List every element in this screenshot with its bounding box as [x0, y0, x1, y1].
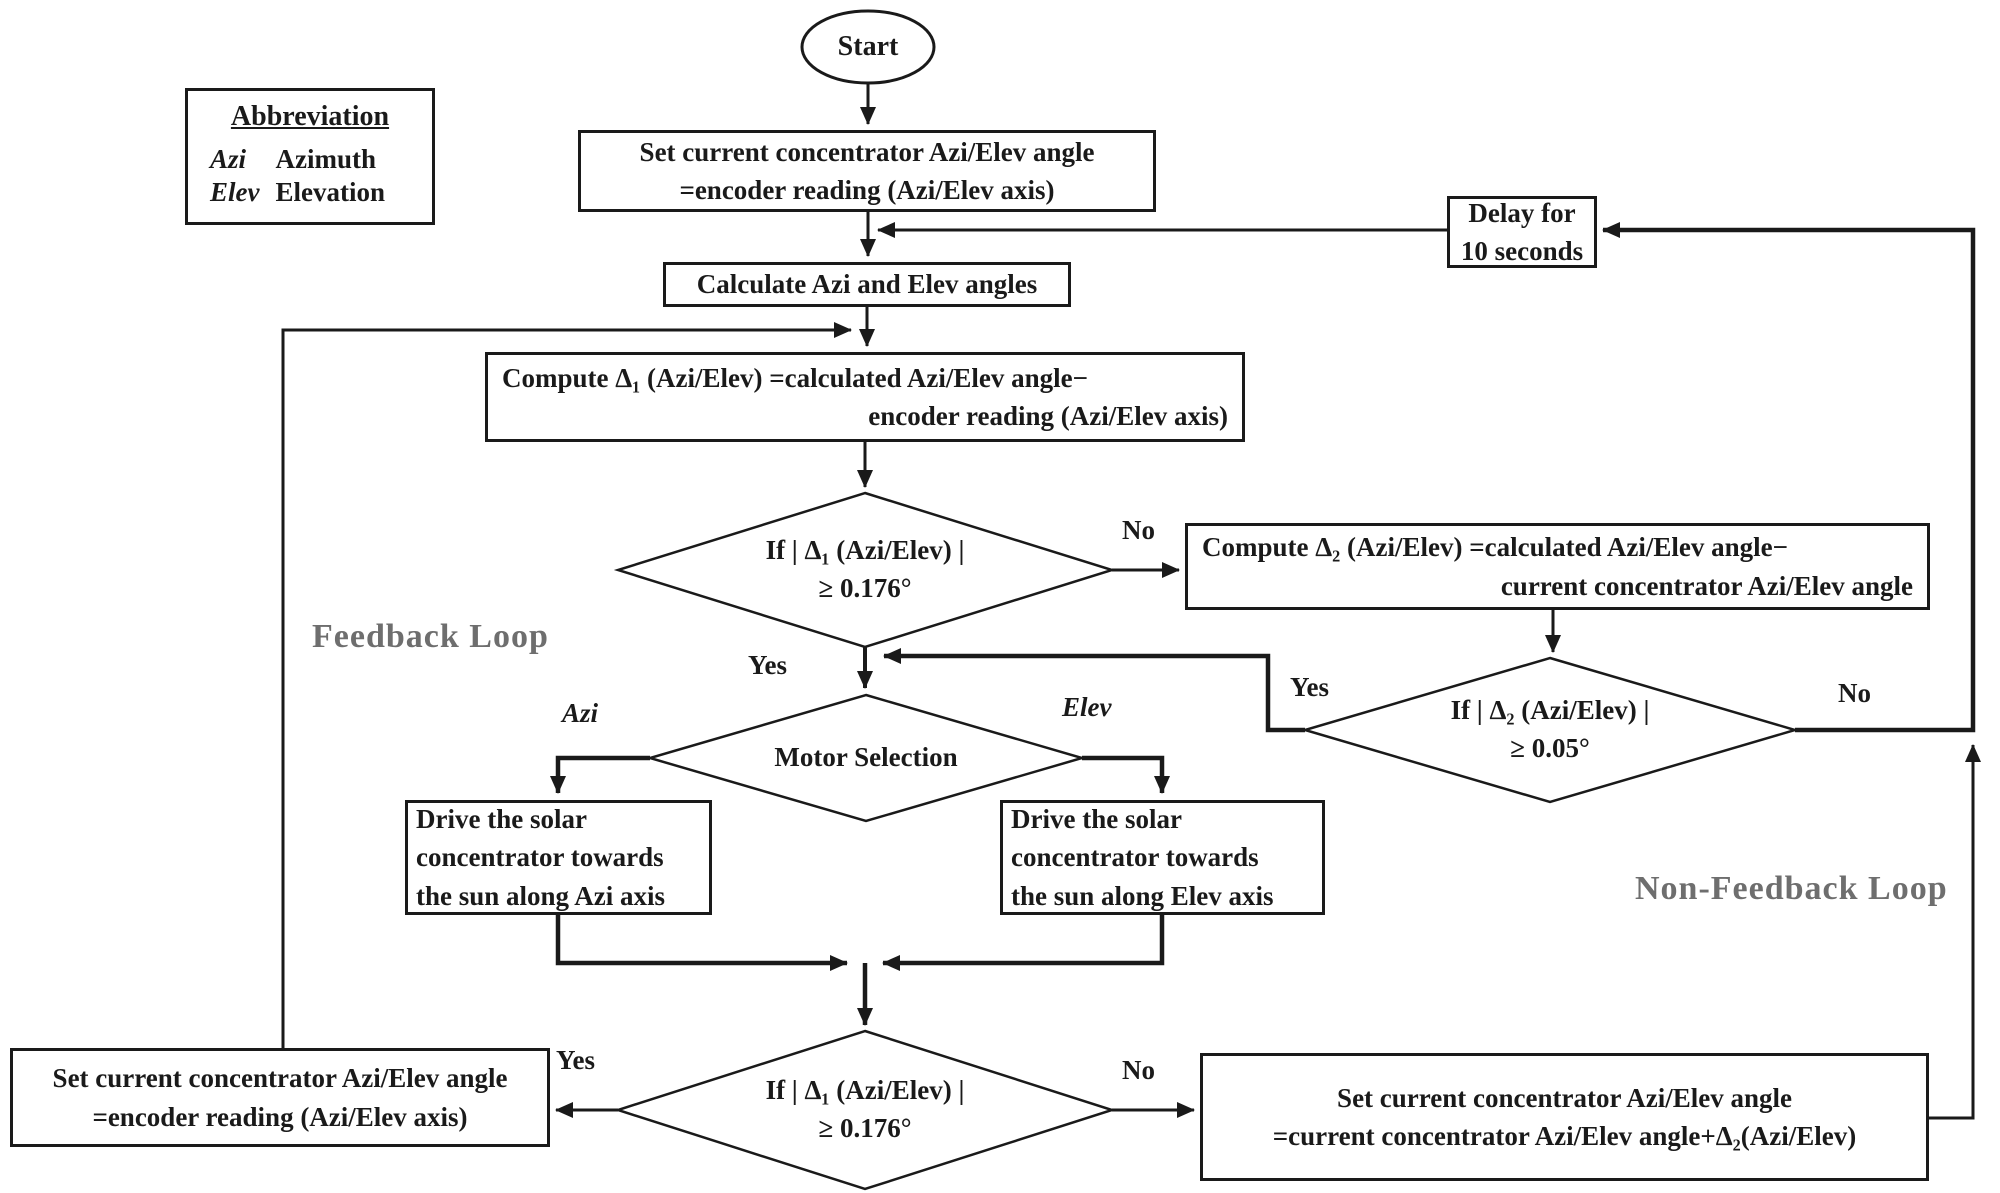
abbreviation-legend: Abbreviation Azi Azimuth Elev Elevation: [185, 88, 435, 225]
decision-d2-label: If | Δ₂ (Azi/Elev) | ≥ 0.05°: [1451, 692, 1650, 768]
decision-d1-line1: If | Δ₁ (Azi/Elev) |: [765, 535, 965, 566]
edge-driveelev-merge: [882, 915, 1165, 971]
set-encoder-top-box: Set current concentrator Azi/Elev angle …: [578, 130, 1156, 212]
abbr-azi: Azi: [210, 144, 247, 174]
compute-d2-box: Compute Δ₂ (Azi/Elev) =calculated Azi/El…: [1185, 523, 1930, 610]
abbreviation-row: Azi Azimuth: [206, 143, 397, 176]
start-text: Start: [837, 31, 899, 62]
decision-d2-line1: If | Δ₂ (Azi/Elev) |: [1450, 695, 1650, 726]
abbr-elev-meaning: Elevation: [275, 177, 385, 207]
calculate-line1: Calculate Azi and Elev angles: [696, 269, 1038, 300]
set-current-line2: =current concentrator Azi/Elev angle+Δ₂(…: [1272, 1121, 1857, 1151]
drive-elev-line2: concentrator towards: [1011, 842, 1259, 873]
set-encoder-bottom-line1: Set current concentrator Azi/Elev angle: [52, 1063, 508, 1094]
non-feedback-loop-label: Non-Feedback Loop: [1635, 870, 1948, 907]
drive-elev-line3: the sun along Elev axis: [1011, 880, 1274, 911]
abbr-azi-meaning: Azimuth: [275, 144, 376, 174]
set-encoder-top-line1: Set current concentrator Azi/Elev angle: [639, 136, 1095, 167]
motor-selection-text: Motor Selection: [774, 742, 958, 773]
d2-no-label: No: [1838, 678, 1871, 708]
d1-yes-label: Yes: [748, 650, 787, 680]
set-current-box: Set current concentrator Azi/Elev angle …: [1200, 1053, 1929, 1181]
set-current-line1: Set current concentrator Azi/Elev angle: [1337, 1082, 1792, 1113]
decision-d1b-label: If | Δ₁ (Azi/Elev) | ≥ 0.176°: [766, 1072, 965, 1148]
decision-d1-label: If | Δ₁ (Azi/Elev) | ≥ 0.176°: [766, 532, 965, 608]
compute-d1-line1: Compute Δ₁ (Azi/Elev) =calculated Azi/El…: [502, 362, 1088, 393]
motor-selection-diamond: [645, 693, 1087, 823]
decision-d1b-line1: If | Δ₁ (Azi/Elev) |: [765, 1075, 965, 1106]
start-node-label: Start: [802, 11, 934, 83]
drive-elev-box: Drive the solar concentrator towards the…: [1000, 800, 1325, 915]
drive-elev-line1: Drive the solar: [1011, 804, 1182, 835]
abbreviation-table: Azi Azimuth Elev Elevation: [206, 143, 397, 209]
edge-d2-yes-join: [883, 648, 1305, 733]
set-encoder-top-line2: =encoder reading (Azi/Elev axis): [679, 175, 1055, 205]
abbreviation-row: Elev Elevation: [206, 176, 397, 209]
compute-d2-line1: Compute Δ₂ (Azi/Elev) =calculated Azi/El…: [1202, 532, 1788, 563]
abbreviation-title: Abbreviation: [230, 101, 390, 132]
d1-no-label: No: [1122, 515, 1155, 545]
set-encoder-bottom-box: Set current concentrator Azi/Elev angle …: [10, 1048, 550, 1147]
d1b-no-label: No: [1122, 1055, 1155, 1085]
edge-motor-elev: [1082, 755, 1170, 794]
decision-d2-line2: ≥ 0.05°: [1510, 733, 1590, 763]
motor-elev-label: Elev: [1062, 692, 1112, 722]
decision-d1b-diamond: [613, 1029, 1117, 1191]
decision-d1b-line2: ≥ 0.176°: [818, 1113, 912, 1143]
drive-azi-line2: concentrator towards: [416, 842, 664, 873]
d2-yes-label: Yes: [1290, 672, 1329, 702]
motor-selection-label: Motor Selection: [774, 739, 957, 777]
delay-line1: Delay for: [1468, 197, 1576, 228]
abbr-elev: Elev: [210, 177, 260, 207]
edge-setcurrent-return: [1929, 744, 1981, 1120]
calculate-box: Calculate Azi and Elev angles: [663, 262, 1071, 307]
drive-azi-box: Drive the solar concentrator towards the…: [405, 800, 712, 915]
delay-line2: 10 seconds: [1460, 236, 1584, 266]
feedback-loop-label: Feedback Loop: [312, 618, 549, 655]
drive-azi-line3: the sun along Azi axis: [416, 880, 666, 911]
edge-feedback-loop: [281, 322, 852, 1048]
compute-d1-line2: encoder reading (Azi/Elev axis): [868, 401, 1228, 431]
edge-motor-azi: [550, 755, 650, 794]
compute-d1-box: Compute Δ₁ (Azi/Elev) =calculated Azi/El…: [485, 352, 1245, 442]
edge-d2-no-to-delay: [1602, 222, 1976, 733]
delay-box: Delay for 10 seconds: [1447, 196, 1597, 268]
edge-driveazi-merge: [555, 915, 848, 971]
d1b-yes-label: Yes: [556, 1045, 595, 1075]
compute-d2-line2: current concentrator Azi/Elev angle: [1500, 570, 1913, 601]
decision-d1-line2: ≥ 0.176°: [818, 573, 912, 603]
drive-azi-line1: Drive the solar: [416, 804, 587, 835]
decision-d2-diamond: [1300, 656, 1800, 804]
set-encoder-bottom-line2: =encoder reading (Azi/Elev axis): [92, 1101, 468, 1132]
motor-azi-label: Azi: [562, 698, 599, 728]
